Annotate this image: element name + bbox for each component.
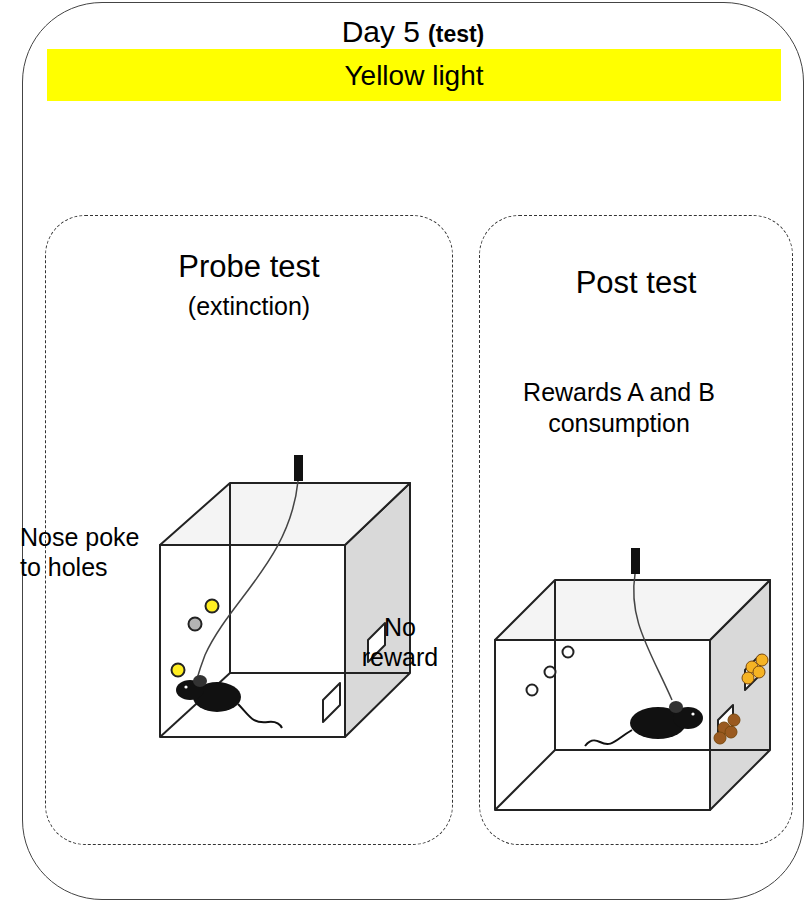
mouse-ear (669, 701, 683, 713)
reward-pellet (728, 714, 740, 726)
text-group: Probe test (extinction) (60, 248, 438, 322)
reward-pellet (725, 726, 737, 738)
cable-connector (631, 548, 640, 574)
cage-edge (230, 672, 410, 674)
band-label: Yellow light (344, 58, 483, 93)
text-group: Post testRewards A and B consumption (494, 264, 778, 439)
cable-connector (294, 455, 303, 481)
panel-body: Rewards A and B consumption (494, 377, 744, 440)
cable (634, 574, 672, 700)
title-note: (test) (428, 21, 484, 47)
panel-heading: Post test (494, 264, 778, 303)
post-mouse (585, 548, 703, 746)
cage-edge (554, 580, 556, 750)
mouse-tail (238, 704, 282, 728)
cage-top (160, 483, 410, 545)
mouse-eye (691, 712, 694, 715)
cage-edge (555, 749, 770, 751)
probe-mouse (176, 455, 303, 728)
reward-pellet (756, 654, 768, 666)
mouse-ear (193, 675, 207, 687)
title-text: Day 5 (342, 15, 420, 48)
mouse-eye (184, 685, 187, 688)
light-band: Yellow light (47, 49, 781, 101)
nose-poke-hole (206, 600, 219, 613)
cage-top (495, 580, 770, 640)
text-group: Day 5 (test) (43, 13, 783, 51)
mouse-tail (585, 730, 632, 746)
panel-note: (extinction) (60, 291, 438, 322)
cage-front (160, 545, 345, 737)
callout-label: Nose poke to holes (20, 522, 160, 582)
nose-poke-hole (545, 667, 556, 678)
post-test-panel: Post testRewards A and B consumption (479, 215, 793, 845)
reward-pellet (742, 672, 754, 684)
cable (196, 481, 298, 682)
reward-pellets (714, 654, 768, 744)
nose-poke-hole (172, 664, 185, 677)
cage-front (495, 640, 710, 810)
callout-label: No reward (352, 612, 448, 672)
reward-pellet (753, 666, 765, 678)
outer-panel: Day 5 (test) Yellow lightProbe test (extinc… (22, 2, 804, 900)
post-cage (495, 580, 770, 810)
text-group: Yellow light (344, 58, 483, 93)
nose-poke-hole (189, 618, 202, 631)
panel-heading: Probe test (60, 248, 438, 287)
feeder-window (323, 683, 340, 722)
probe-cage (160, 483, 410, 737)
nose-poke-hole (563, 647, 574, 658)
nose-poke-hole (527, 685, 538, 696)
cage-edge (229, 483, 231, 673)
cage-edge (495, 750, 555, 810)
reward-pellet (714, 732, 726, 744)
